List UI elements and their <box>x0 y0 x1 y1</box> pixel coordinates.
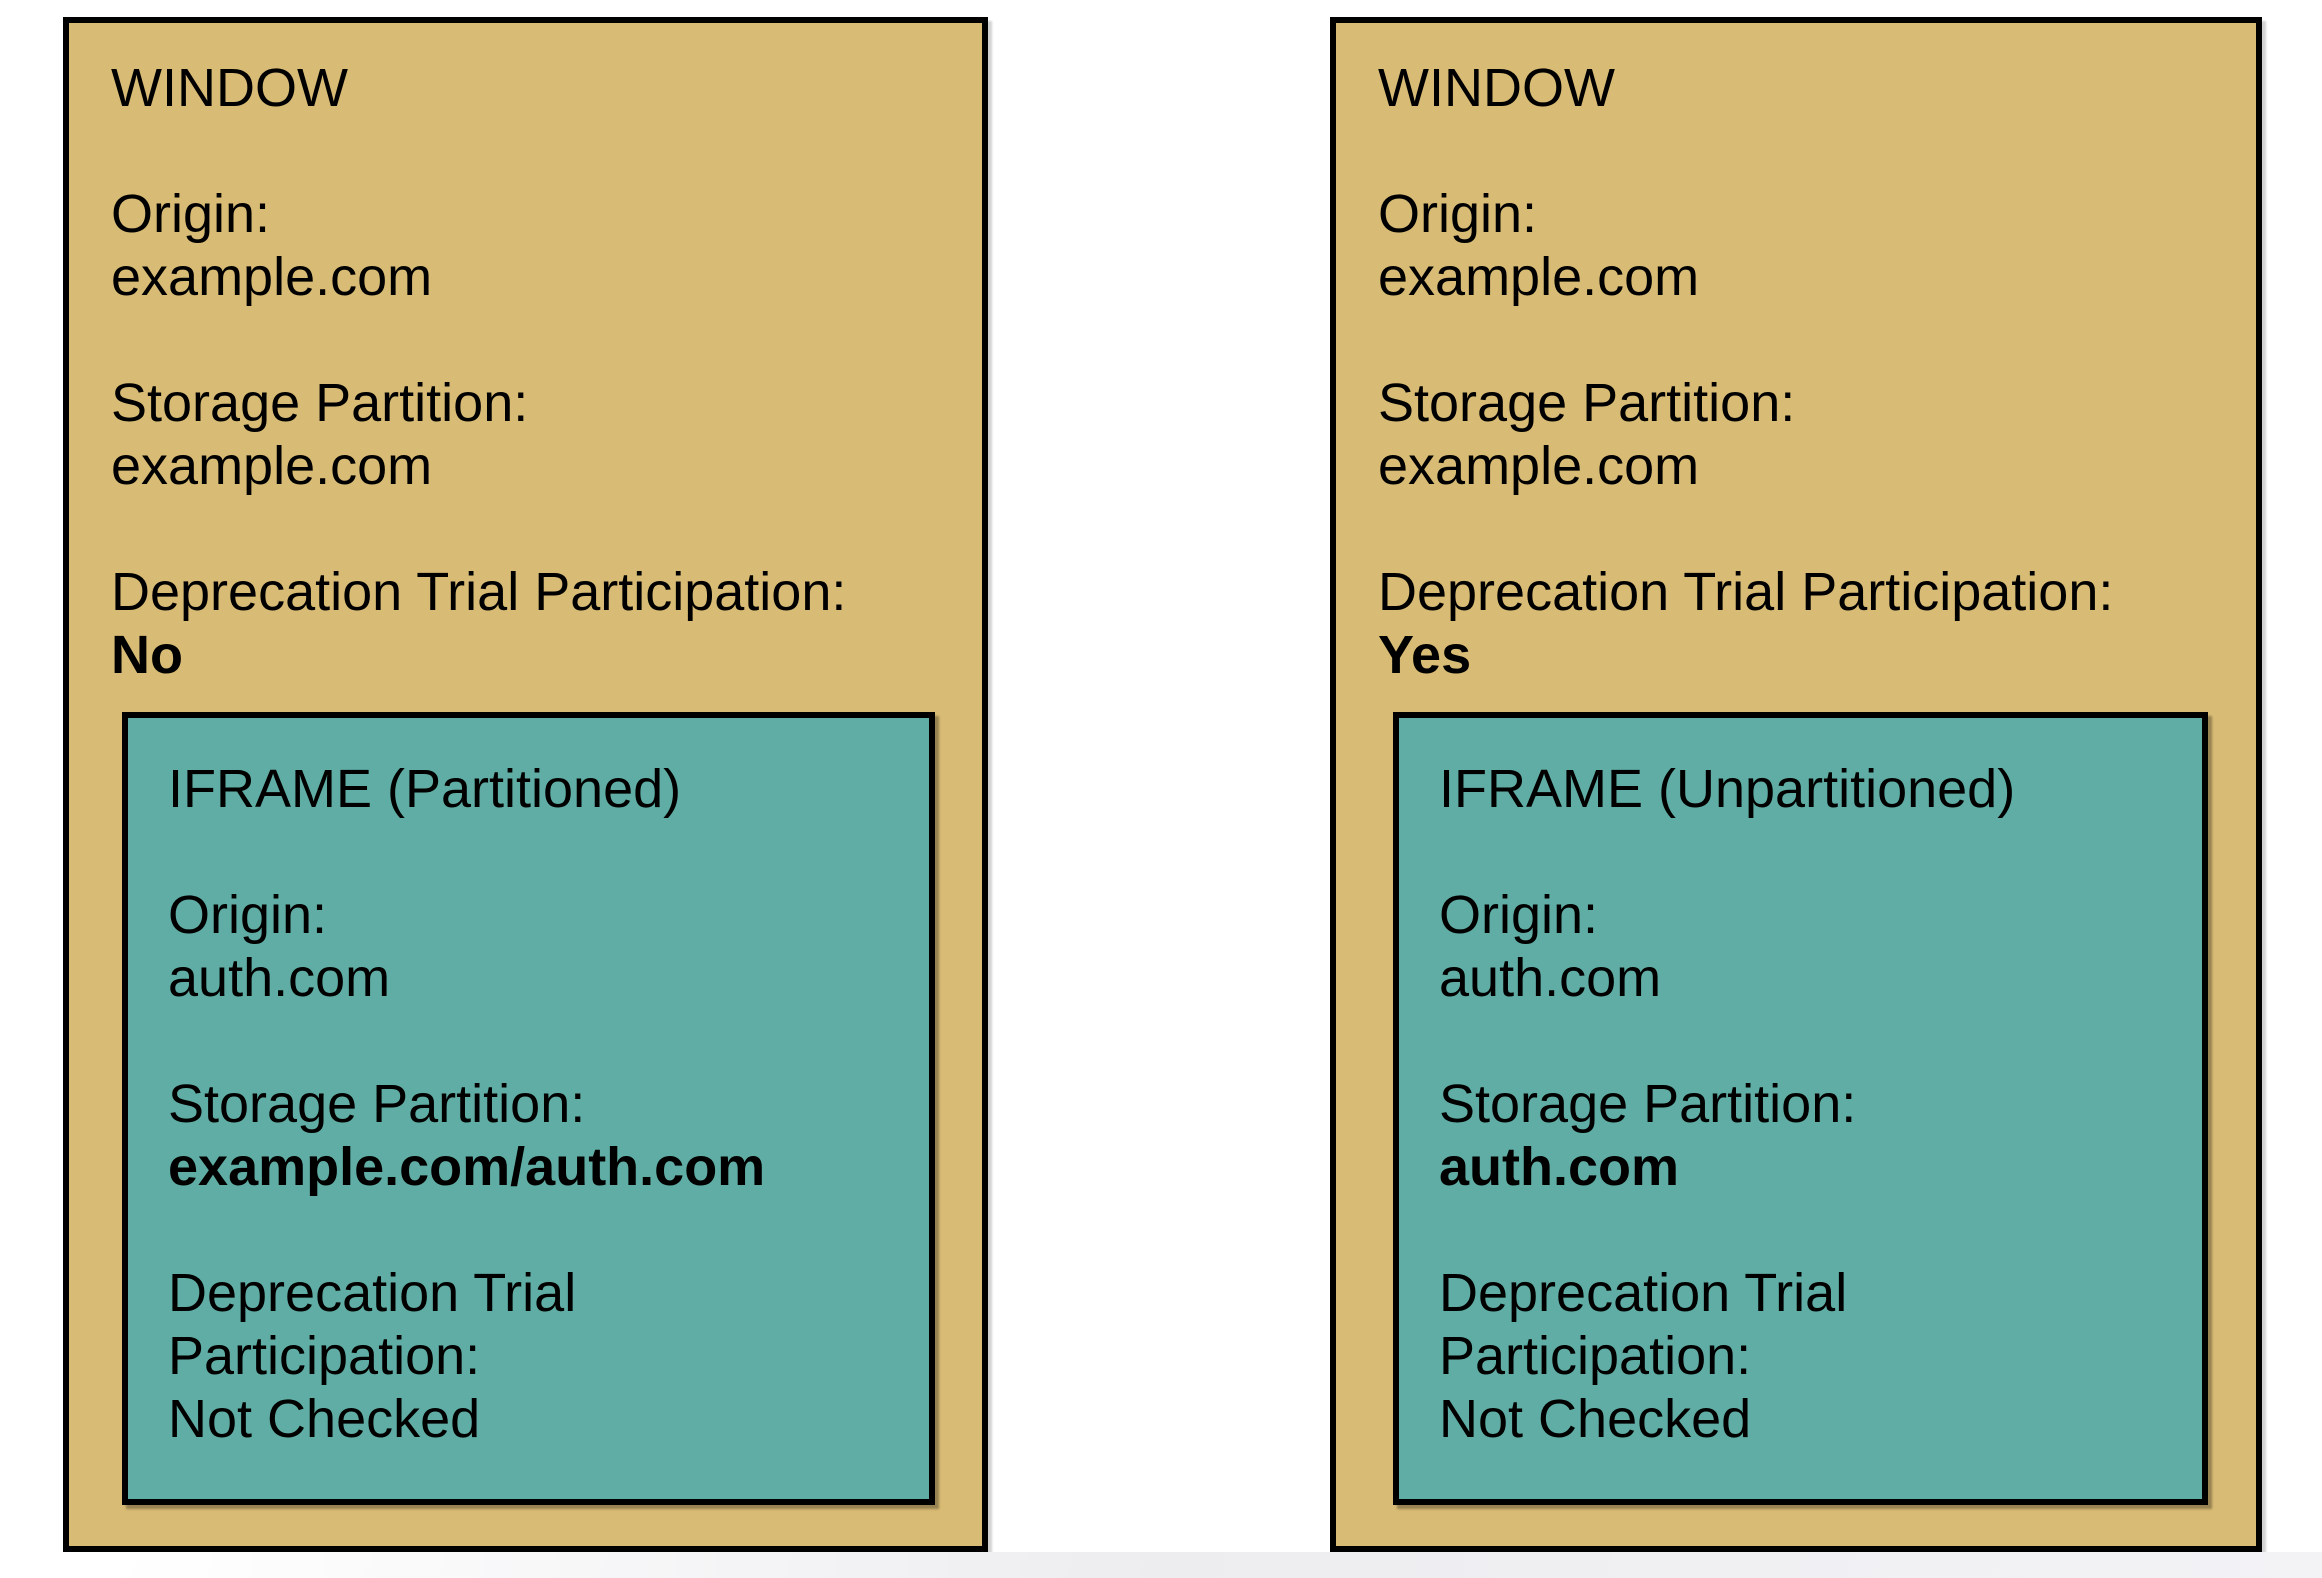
window-box-right: WINDOW Origin: example.com Storage Parti… <box>1330 17 2262 1552</box>
origin-group: Origin: example.com <box>1378 183 2226 309</box>
deprecation-trial-group: Deprecation Trial Participation: Not Che… <box>168 1262 899 1451</box>
iframe-partitioned-content: IFRAME (Partitioned) Origin: auth.com St… <box>128 718 929 1451</box>
iframe-unpartitioned-content: IFRAME (Unpartitioned) Origin: auth.com … <box>1399 718 2202 1451</box>
window-left-content: WINDOW Origin: example.com Storage Parti… <box>69 23 982 687</box>
origin-value: example.com <box>111 247 433 307</box>
storage-partition-value: example.com/auth.com <box>168 1137 766 1197</box>
storage-partition-value: auth.com <box>1439 1137 1680 1197</box>
deprecation-trial-value: Yes <box>1378 625 1472 685</box>
iframe-box-unpartitioned: IFRAME (Unpartitioned) Origin: auth.com … <box>1393 712 2208 1505</box>
deprecation-trial-value: No <box>111 625 183 685</box>
origin-group: Origin: example.com <box>111 183 952 309</box>
window-right-content: WINDOW Origin: example.com Storage Parti… <box>1336 23 2256 687</box>
storage-partition-group: Storage Partition: example.com <box>1378 372 2226 498</box>
storage-partition-label: Storage Partition: <box>1378 373 1796 433</box>
window-title: WINDOW <box>1378 58 1615 118</box>
origin-label: Origin: <box>1378 184 1538 244</box>
window-box-left: WINDOW Origin: example.com Storage Parti… <box>63 17 988 1552</box>
iframe-title: IFRAME (Unpartitioned) <box>1439 759 2016 819</box>
storage-partition-label: Storage Partition: <box>1439 1074 1857 1134</box>
origin-value: auth.com <box>168 948 391 1008</box>
deprecation-trial-value: Not Checked <box>1439 1389 1752 1449</box>
storage-partition-group: Storage Partition: example.com <box>111 372 952 498</box>
storage-partition-value: example.com <box>111 436 433 496</box>
deprecation-trial-label: Deprecation Trial Participation: <box>111 562 847 622</box>
deprecation-trial-group: Deprecation Trial Participation: Not Che… <box>1439 1262 2172 1451</box>
origin-group: Origin: auth.com <box>1439 884 2172 1010</box>
deprecation-trial-label: Deprecation Trial Participation: <box>168 1263 577 1386</box>
deprecation-trial-group: Deprecation Trial Participation: No <box>111 561 952 687</box>
window-title: WINDOW <box>111 58 348 118</box>
deprecation-trial-label: Deprecation Trial Participation: <box>1378 562 2114 622</box>
iframe-box-partitioned: IFRAME (Partitioned) Origin: auth.com St… <box>122 712 935 1505</box>
storage-partition-label: Storage Partition: <box>168 1074 586 1134</box>
deprecation-trial-label: Deprecation Trial Participation: <box>1439 1263 1848 1386</box>
deprecation-trial-value: Not Checked <box>168 1389 481 1449</box>
storage-partition-group: Storage Partition: example.com/auth.com <box>168 1073 899 1199</box>
iframe-title: IFRAME (Partitioned) <box>168 759 682 819</box>
origin-value: auth.com <box>1439 948 1662 1008</box>
origin-label: Origin: <box>1439 885 1599 945</box>
page-bottom-edge <box>0 1552 2322 1578</box>
origin-label: Origin: <box>168 885 328 945</box>
storage-partition-value: example.com <box>1378 436 1700 496</box>
origin-label: Origin: <box>111 184 271 244</box>
deprecation-trial-group: Deprecation Trial Participation: Yes <box>1378 561 2226 687</box>
origin-value: example.com <box>1378 247 1700 307</box>
origin-group: Origin: auth.com <box>168 884 899 1010</box>
storage-partition-label: Storage Partition: <box>111 373 529 433</box>
storage-partition-group: Storage Partition: auth.com <box>1439 1073 2172 1199</box>
